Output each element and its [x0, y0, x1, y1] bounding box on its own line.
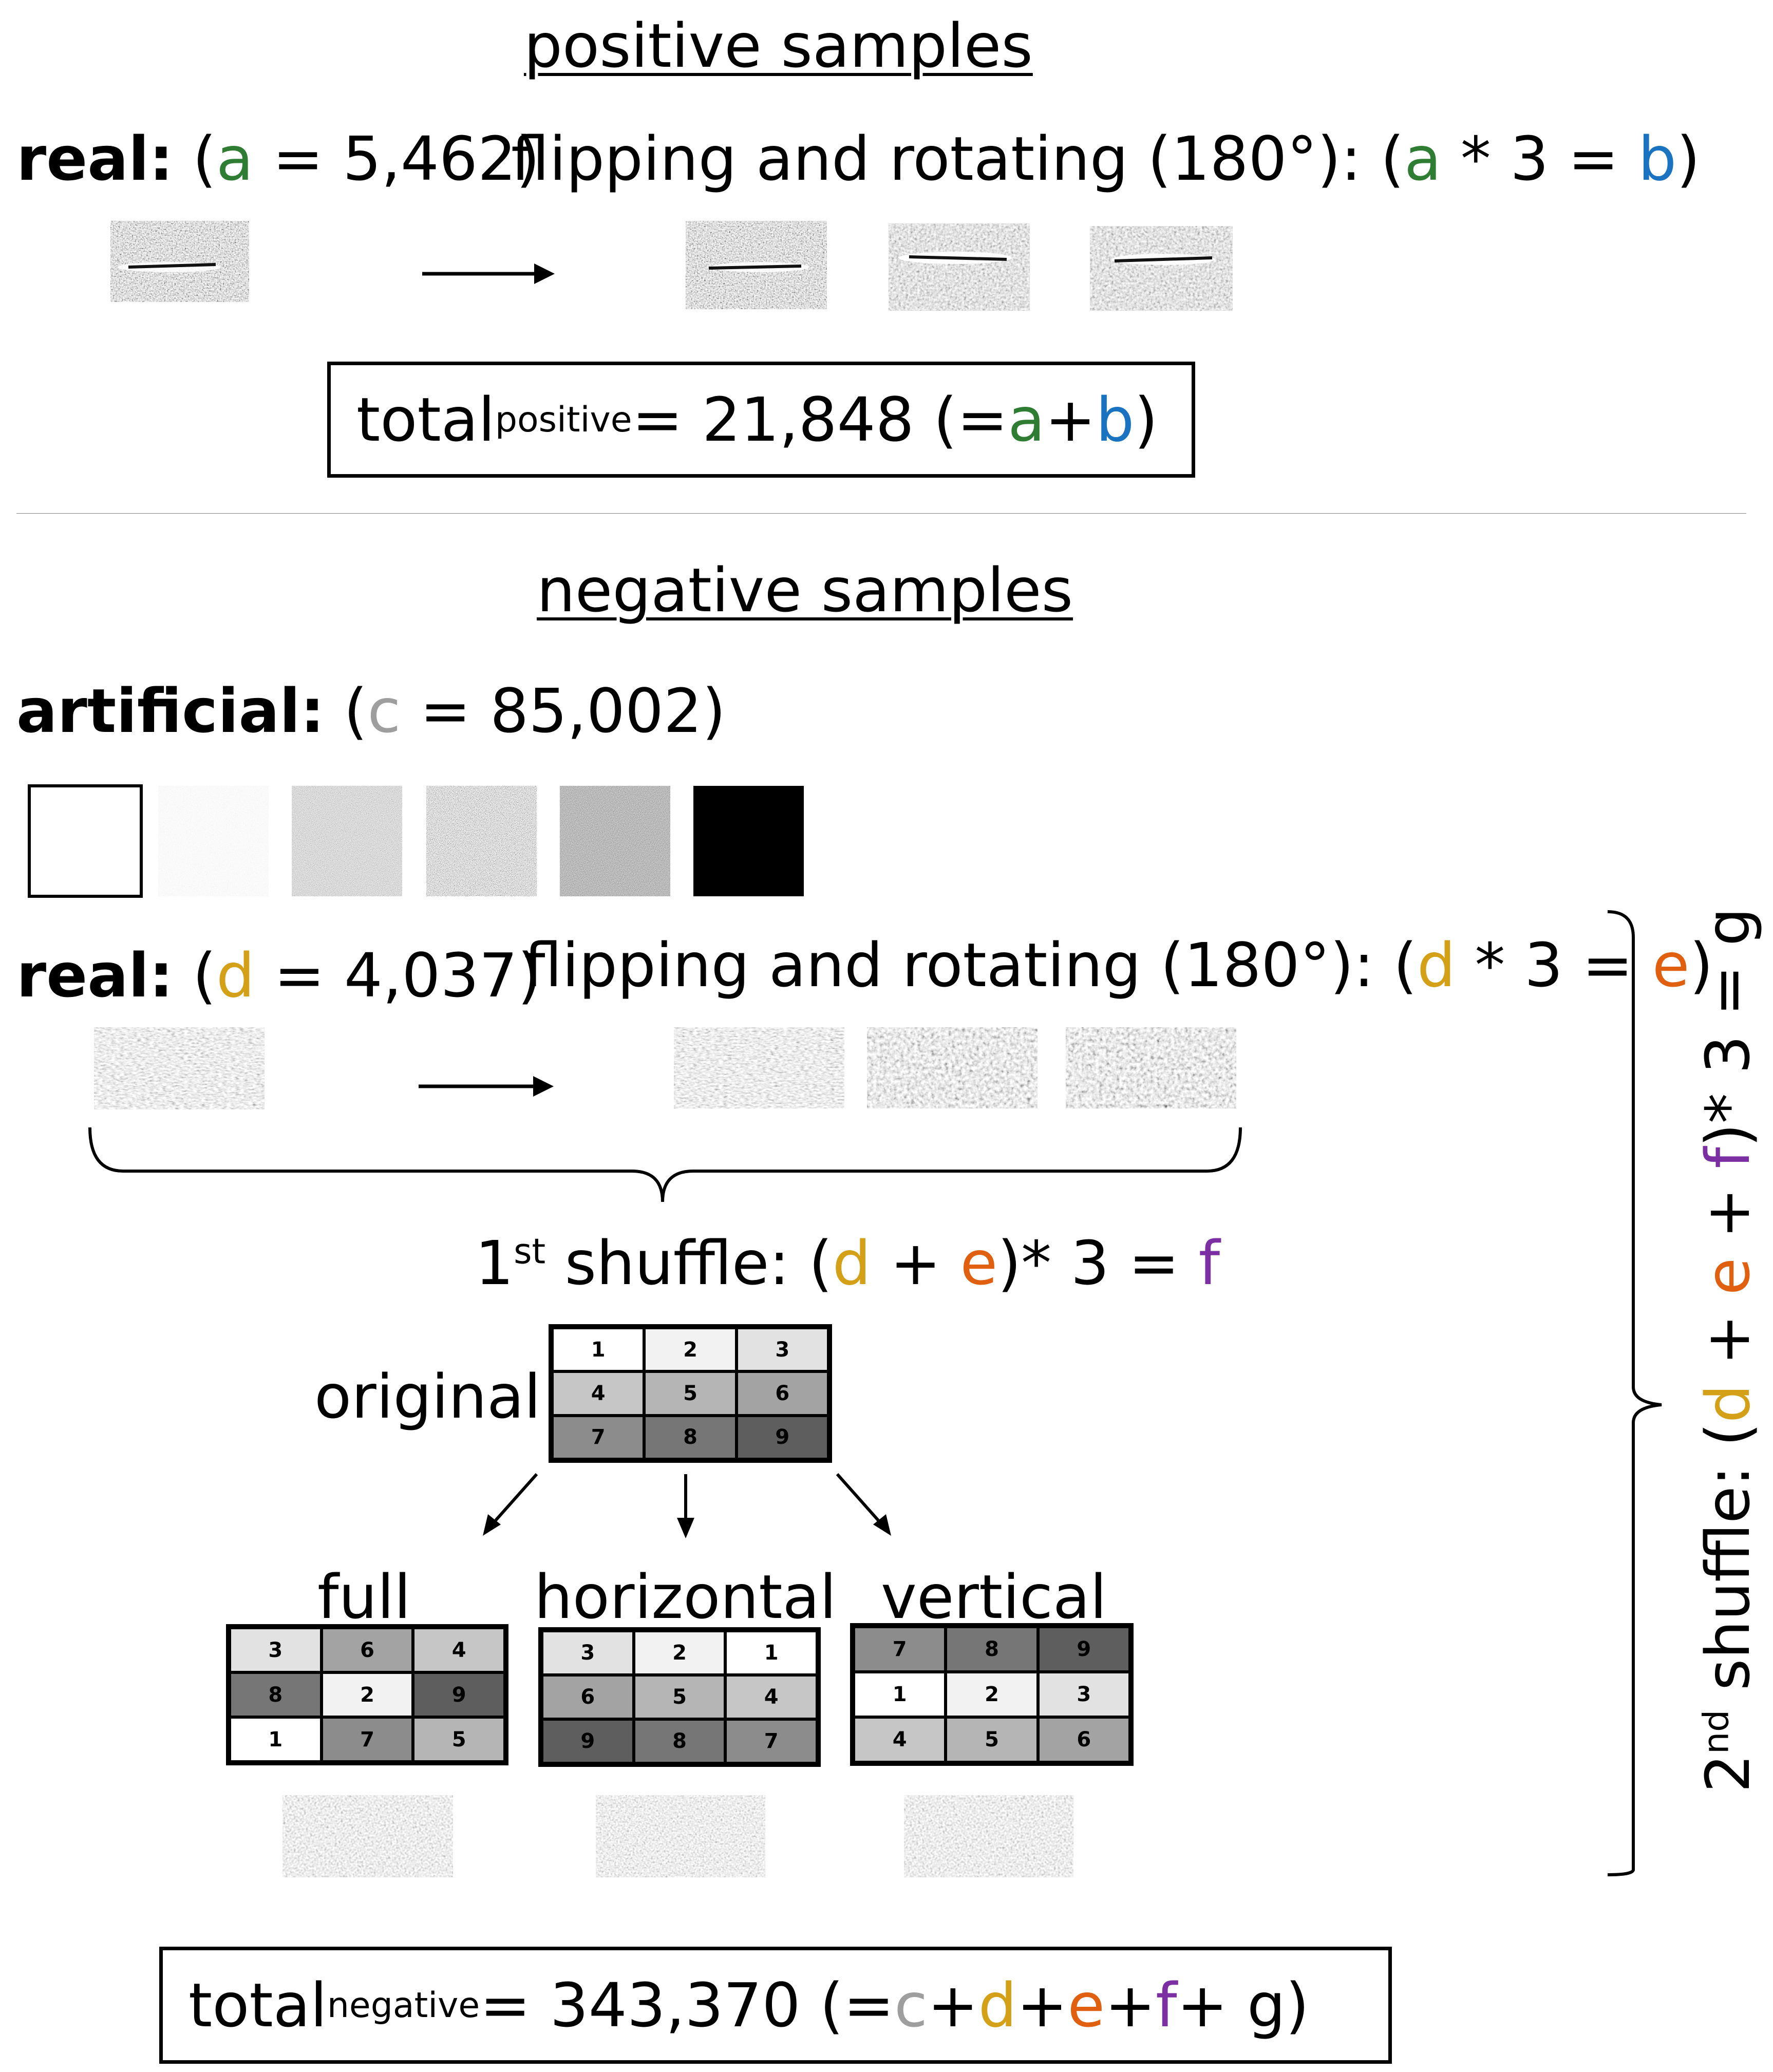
negative-flip-line: flipping and rotating (180°): (d * 3 = e…	[524, 930, 1713, 1001]
grid-cell: 9	[1038, 1627, 1130, 1672]
artificial-white-square	[28, 784, 143, 898]
horizontal-shuffle-label: horizontal	[534, 1561, 837, 1632]
grid-cell: 4	[413, 1628, 505, 1672]
artificial-line: artificial: (c = 85,002)	[16, 675, 726, 746]
grid-cell: 7	[725, 1719, 817, 1763]
grid-cell: 9	[542, 1719, 634, 1763]
vertical-shuffle-grid: 7 8 9 1 2 3 4 5 6	[850, 1623, 1134, 1766]
negative-real-thumb	[94, 1027, 265, 1109]
artificial-black-square	[693, 786, 804, 896]
positive-thumbnails	[16, 221, 1746, 514]
full-shuffle-label: full	[317, 1561, 411, 1632]
negative-real-thumbnails	[88, 1027, 1242, 1202]
grid-cell: 4	[725, 1675, 817, 1719]
original-grid: 1 2 3 4 5 6 7 8 9	[549, 1324, 832, 1463]
grid-cell: 3	[230, 1628, 322, 1672]
positive-flip-line: flipping and rotating (180°): (a * 3 = b…	[511, 123, 1701, 194]
var-e: e	[1652, 930, 1690, 1001]
horizontal-shuffle-grid: 3 2 1 6 5 4 9 8 7	[538, 1627, 821, 1767]
positive-aug-thumb-1	[686, 221, 827, 309]
artificial-medium-noise-square	[292, 786, 402, 896]
grid-cell: 2	[644, 1328, 737, 1372]
positive-aug-thumb-2	[889, 223, 1030, 311]
first-shuffle-brace	[88, 1127, 1242, 1202]
var-d: d	[216, 940, 255, 1011]
var-c: c	[367, 675, 401, 746]
original-label: original	[314, 1361, 541, 1432]
positive-real-thumb	[110, 221, 249, 302]
grid-cell: 7	[552, 1415, 645, 1459]
shuffle-arrows	[483, 1473, 891, 1538]
var-b: b	[1638, 123, 1677, 194]
grid-cell: 6	[542, 1675, 634, 1719]
grid-cell: 1	[725, 1631, 817, 1675]
grid-cell: 5	[413, 1717, 505, 1762]
negative-arrow-icon	[419, 1076, 554, 1097]
grid-cell: 6	[1038, 1717, 1130, 1762]
positive-real-count: = 5,462)	[253, 123, 540, 194]
vertical-shuffle-label: vertical	[881, 1561, 1107, 1632]
grid-cell: 2	[321, 1672, 413, 1717]
second-shuffle-line: 2nd shuffle: (d + e + f)* 3 = g	[1692, 907, 1763, 1793]
positive-real-line: real: (a = 5,462)	[16, 123, 540, 194]
grid-cell: 1	[854, 1672, 946, 1717]
artificial-high-noise-square	[426, 786, 537, 896]
grid-cell: 8	[230, 1672, 322, 1717]
shuffled-thumbnails	[282, 910, 1662, 1877]
grid-cell: 9	[736, 1415, 828, 1459]
grid-cell: 6	[736, 1371, 828, 1416]
first-shuffle-line: 1st shuffle: (d + e)* 3 = f	[475, 1228, 1220, 1298]
positive-real-label: real:	[16, 123, 174, 194]
var-f: f	[1198, 1228, 1220, 1298]
grid-cell: 6	[321, 1628, 413, 1672]
second-shuffle-brace	[1607, 910, 1662, 1876]
var-a: a	[216, 123, 254, 194]
grid-cell: 8	[633, 1719, 726, 1763]
grid-cell: 1	[552, 1328, 645, 1372]
grid-cell: 5	[946, 1717, 1038, 1762]
grid-cell: 8	[946, 1627, 1038, 1672]
grid-cell: 2	[633, 1631, 726, 1675]
negative-samples-heading: negative samples	[537, 555, 1073, 626]
grid-cell: 2	[946, 1672, 1038, 1717]
artificial-dark-noise-square	[560, 786, 670, 896]
artificial-label: artificial:	[16, 675, 325, 746]
negative-real-line: real: (d = 4,037)	[16, 940, 541, 1011]
negative-real-label: real:	[16, 940, 174, 1011]
grid-cell: 8	[644, 1415, 737, 1459]
arrow-to-vertical-icon	[836, 1473, 891, 1536]
grid-cell: 5	[644, 1371, 737, 1416]
grid-cell: 4	[854, 1717, 946, 1762]
grid-cell: 9	[413, 1672, 505, 1717]
grid-cell: 7	[321, 1717, 413, 1762]
negative-aug-thumb-1	[674, 1027, 844, 1108]
vertical-shuffle-thumb	[904, 1795, 1073, 1877]
grid-cell: 5	[633, 1675, 726, 1719]
grid-cell: 3	[1038, 1672, 1130, 1717]
arrow-to-horizontal-icon	[677, 1474, 694, 1538]
full-shuffle-thumb	[282, 1795, 453, 1877]
grid-cell: 3	[542, 1631, 634, 1675]
horizontal-shuffle-thumb	[596, 1795, 765, 1877]
grid-cell: 7	[854, 1627, 946, 1672]
negative-real-count: = 4,037)	[254, 940, 541, 1011]
grid-cell: 4	[552, 1371, 645, 1416]
positive-samples-heading: positive samples	[524, 10, 1033, 81]
grid-cell: 3	[736, 1328, 828, 1372]
positive-arrow-icon	[422, 263, 555, 284]
artificial-thumbnails	[28, 784, 804, 898]
artificial-light-noise-square	[158, 786, 269, 896]
negative-aug-thumb-3	[1066, 1027, 1236, 1108]
negative-aug-thumb-2	[867, 1027, 1038, 1108]
positive-aug-thumb-3	[1090, 226, 1233, 311]
arrow-to-full-icon	[483, 1473, 538, 1536]
grid-cell: 1	[230, 1717, 322, 1762]
full-shuffle-grid: 3 6 4 8 2 9 1 7 5	[226, 1624, 508, 1765]
artificial-count: = 85,002)	[401, 675, 726, 746]
